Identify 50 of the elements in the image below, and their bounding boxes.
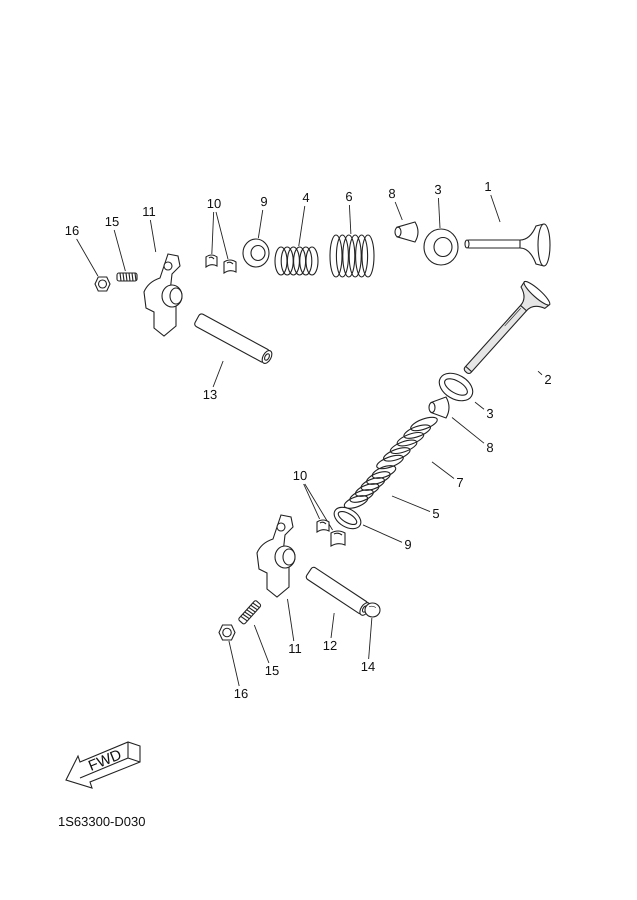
leader-line: [362, 524, 402, 543]
callout-number: 9: [258, 194, 270, 210]
leader-line: [298, 206, 306, 246]
callout-number: 8: [484, 440, 496, 456]
leader-line: [76, 238, 98, 276]
callout-number: 5: [430, 506, 442, 522]
leader-line: [287, 598, 294, 642]
callout-number: 16: [232, 686, 250, 702]
callout-number: 10: [205, 196, 223, 212]
callout-number: 10: [291, 468, 309, 484]
leader-line: [330, 612, 335, 638]
callout-number: 9: [402, 537, 414, 553]
callout-number: 4: [300, 190, 312, 206]
leader-line: [368, 618, 372, 660]
callout-number: 12: [321, 638, 339, 654]
callout-number: 14: [359, 659, 377, 675]
callout-number: 11: [286, 641, 304, 657]
callout-number: 7: [454, 475, 466, 491]
leader-line: [452, 417, 484, 444]
leader-line: [538, 370, 542, 376]
leader-line: [392, 496, 430, 512]
leader-line: [212, 360, 224, 388]
leader-line: [254, 624, 270, 664]
leader-line: [211, 212, 214, 254]
leader-line: [432, 461, 454, 479]
leader-line: [114, 230, 126, 272]
callout-number: 1: [482, 179, 494, 195]
callout-number: 13: [201, 387, 219, 403]
leader-line: [303, 484, 320, 520]
leader-line: [258, 210, 264, 238]
leader-line: [474, 402, 484, 410]
leader-line: [150, 220, 156, 252]
leader-line: [348, 204, 352, 234]
callout-number: 11: [140, 204, 158, 220]
callout-number: 16: [63, 223, 81, 239]
leader-line: [394, 202, 403, 220]
callout-number: 3: [432, 182, 444, 198]
drawing-code: 1S63300-D030: [58, 814, 146, 829]
leader-line: [304, 484, 334, 530]
callout-number: 2: [542, 372, 554, 388]
callout-number: 8: [386, 186, 398, 202]
leader-line: [216, 212, 228, 260]
leader-line: [438, 198, 440, 228]
leader-line: [490, 194, 501, 222]
callout-number: 3: [484, 406, 496, 422]
forward-direction-text: FWD: [86, 746, 124, 775]
callout-number: 15: [263, 663, 281, 679]
callout-number: 6: [343, 189, 355, 205]
leader-line: [228, 640, 240, 686]
callout-number: 15: [103, 214, 121, 230]
